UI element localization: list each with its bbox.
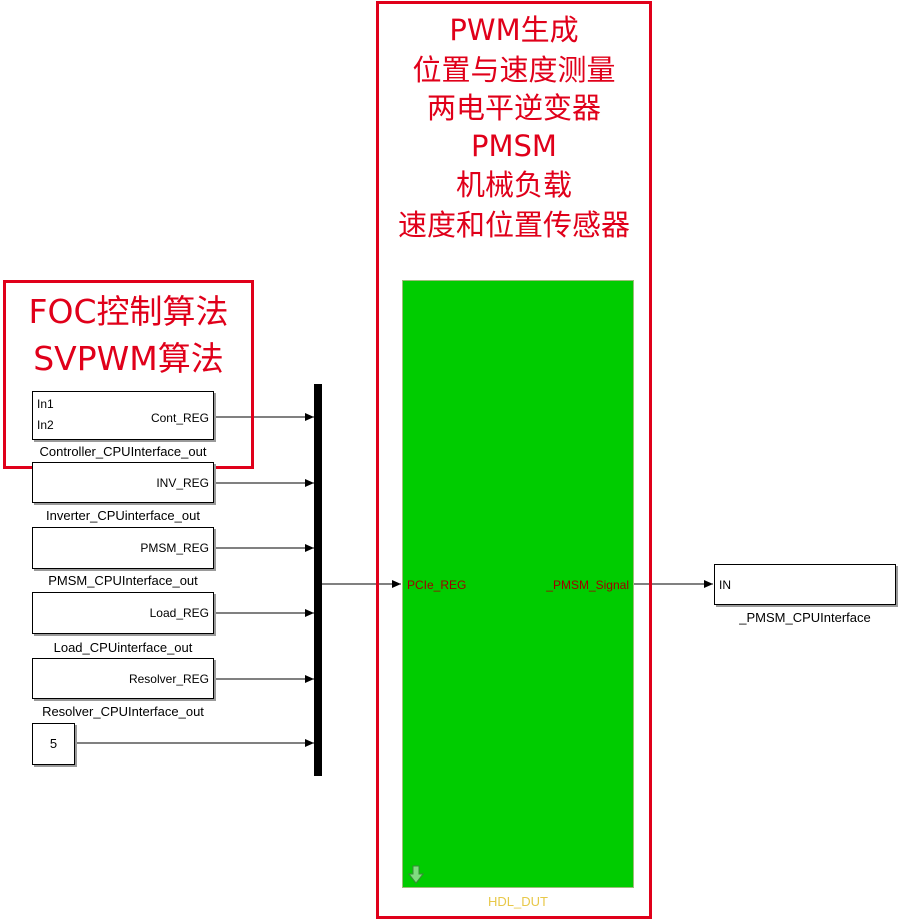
controller-out-label: Cont_REG bbox=[150, 411, 209, 425]
left-annotation-line-1: FOC控制算法 bbox=[28, 292, 229, 331]
right-annotation-line-4: PMSM bbox=[471, 129, 557, 163]
output-cpuinterface-block[interactable]: IN bbox=[714, 564, 896, 605]
pmsm-cpuinterface-block[interactable]: PMSM_REG bbox=[32, 527, 214, 569]
down-arrow-icon bbox=[407, 865, 425, 885]
pmsm-block-name: PMSM_CPUInterface_out bbox=[48, 573, 198, 588]
inverter-out-label: INV_REG bbox=[156, 476, 209, 490]
bus-creator-bar bbox=[314, 384, 322, 776]
load-block-name: Load_CPUinterface_out bbox=[53, 640, 193, 655]
right-annotation-line-3: 两电平逆变器 bbox=[426, 91, 601, 125]
output-block-name: _PMSM_CPUInterface bbox=[739, 610, 871, 625]
dut-in-port-label: PCIe_REG bbox=[407, 578, 467, 592]
inverter-cpuinterface-block[interactable]: INV_REG bbox=[32, 462, 214, 503]
right-annotation-box bbox=[376, 1, 652, 919]
pmsm-out-label: PMSM_REG bbox=[140, 541, 209, 555]
constant-block[interactable]: 5 bbox=[32, 723, 75, 765]
resolver-block-name: Resolver_CPUInterface_out bbox=[42, 704, 204, 719]
inverter-block-name: Inverter_CPUinterface_out bbox=[46, 508, 200, 523]
right-annotation-line-6: 速度和位置传感器 bbox=[397, 208, 630, 242]
right-annotation-line-5: 机械负载 bbox=[455, 168, 572, 202]
hdl-dut-block[interactable]: PCIe_REG _PMSM_Signal bbox=[402, 280, 634, 888]
hdl-dut-name: HDL_DUT bbox=[488, 894, 548, 909]
right-annotation-line-2: 位置与速度测量 bbox=[412, 53, 616, 87]
right-annotation-line-1: PWM生成 bbox=[449, 13, 579, 47]
controller-block-name: Controller_CPUInterface_out bbox=[39, 444, 207, 459]
left-annotation-line-2: SVPWM算法 bbox=[33, 339, 224, 378]
load-cpuinterface-block[interactable]: Load_REG bbox=[32, 592, 214, 634]
controller-in1-label: In1 bbox=[37, 397, 54, 411]
resolver-out-label: Resolver_REG bbox=[128, 672, 209, 686]
constant-value: 5 bbox=[49, 736, 58, 751]
output-in-label: IN bbox=[719, 578, 731, 592]
load-out-label: Load_REG bbox=[149, 606, 209, 620]
resolver-cpuinterface-block[interactable]: Resolver_REG bbox=[32, 658, 214, 699]
dut-out-port-label: _PMSM_Signal bbox=[546, 578, 629, 592]
controller-cpuinterface-block[interactable]: In1 In2 Cont_REG bbox=[32, 391, 214, 440]
controller-in2-label: In2 bbox=[37, 418, 54, 432]
